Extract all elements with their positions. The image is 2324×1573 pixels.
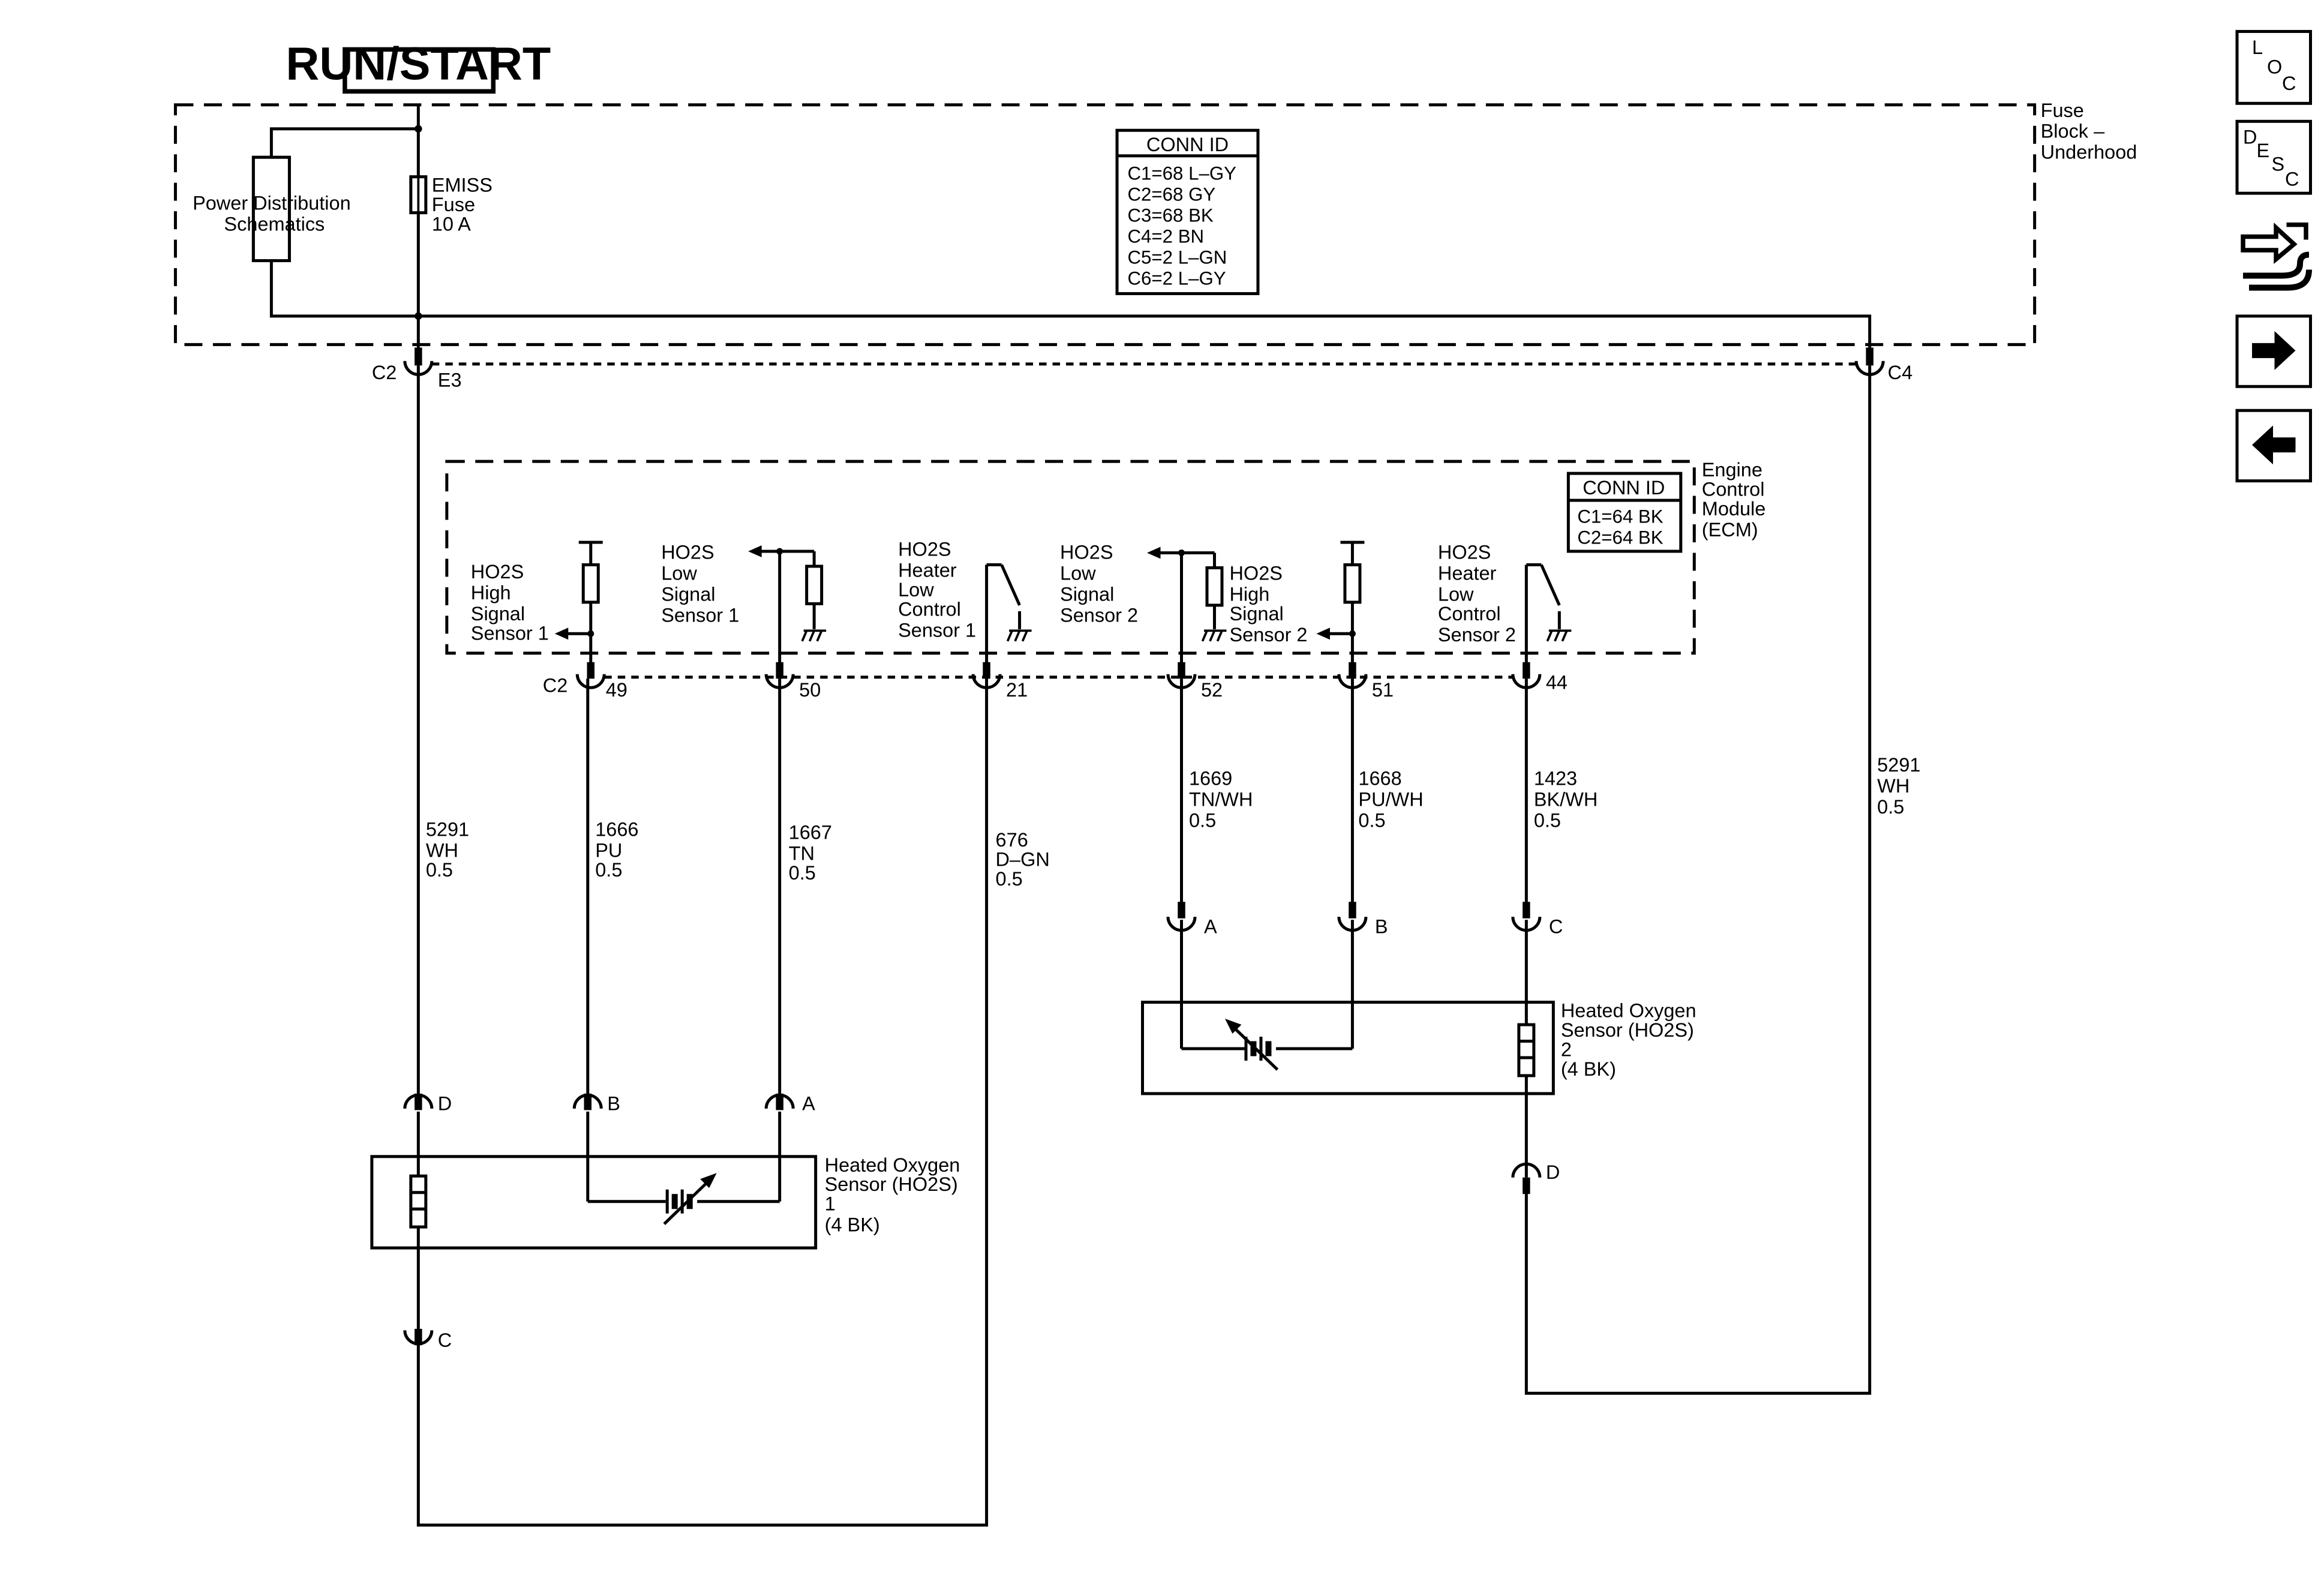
ecm-boundary xyxy=(445,460,1696,655)
power-distribution-box xyxy=(251,155,291,262)
emiss-fuse-label: EMISS Fuse 10 A xyxy=(432,175,498,235)
sensor-1-connectors xyxy=(403,1093,795,1346)
ecm-pin-label: 21 xyxy=(1006,679,1028,701)
arrow-icon xyxy=(700,1173,717,1188)
desc-button[interactable]: D E S C xyxy=(2235,119,2313,195)
ecm-internal-circuit-high-signal-1 xyxy=(566,541,603,668)
arrow-left-icon xyxy=(2252,425,2296,465)
wiring-connector-icon[interactable] xyxy=(2241,222,2313,291)
wire-label: 1668 PU/WH 0.5 xyxy=(1358,768,1428,831)
run-start-label: RUN/START xyxy=(286,38,551,89)
ecm-pin-label: 51 xyxy=(1372,679,1394,701)
ecm-internal-circuit-low-signal-1 xyxy=(760,550,824,668)
wire-label: 5291 WH 0.5 xyxy=(426,818,475,880)
ecm-name: Engine Control Module (ECM) xyxy=(1702,459,1771,541)
ecm-circuit-label: HO2S Heater Low Control Sensor 1 xyxy=(898,538,976,641)
sensor-1-name: Heated Oxygen Sensor (HO2S) 1 (4 BK) xyxy=(825,1154,966,1236)
sensor-1-pin-b: B xyxy=(607,1092,620,1114)
ecm-connector-label: C2 xyxy=(543,675,568,697)
conn-id-list: C1=68 L–GY C2=68 GY C3=68 BK C4=2 BN C5=… xyxy=(1128,163,1242,289)
variable-battery-icon xyxy=(1230,1023,1279,1071)
sensor-2-pin-d: D xyxy=(1546,1161,1560,1183)
arrow-icon xyxy=(1224,1019,1242,1034)
sensor-1-internal-wiring xyxy=(416,1111,782,1329)
wire-label: 5291 WH 0.5 xyxy=(1877,754,1926,818)
sensor-2: A B C D Heated Oxygen Sensor (HO xyxy=(1141,902,1702,1194)
sensor-1-pin-c: C xyxy=(438,1329,452,1351)
ecm-internal-circuit-heater-control-2 xyxy=(1524,563,1561,668)
pin-e3-label: E3 xyxy=(438,369,462,391)
ecm-circuit-label: HO2S Low Signal Sensor 2 xyxy=(1060,541,1138,626)
sensor-2-body xyxy=(1141,1001,1555,1095)
ecm-circuit-label: HO2S Heater Low Control Sensor 2 xyxy=(1438,541,1516,645)
variable-battery-icon xyxy=(663,1178,712,1225)
fuse-block: RUN/START Fuse Block – Underhood Power D… xyxy=(173,38,2137,348)
sensor-1-pin-a: A xyxy=(802,1092,815,1114)
ecm-internal-circuit-heater-control-1 xyxy=(985,563,1022,668)
ecm: Engine Control Module (ECM) CONN ID C1=6… xyxy=(445,459,1771,668)
heater-element-icon xyxy=(409,1174,428,1229)
ecm-circuit-label: HO2S High Signal Sensor 1 xyxy=(471,561,549,644)
fuse-block-boundary xyxy=(173,103,2037,346)
arrow-icon xyxy=(748,545,762,557)
wire-label: 676 D–GN 0.5 xyxy=(996,829,1055,890)
wire-label: 1423 BK/WH 0.5 xyxy=(1534,768,1604,831)
sensor-2-internal-wiring xyxy=(1179,920,1528,1178)
wire-676 xyxy=(416,679,989,1527)
ecm-connector-c2: C2 49 50 21 52 51 44 xyxy=(543,662,1568,701)
wire-label: 1667 TN 0.5 xyxy=(789,821,837,883)
arrow-icon xyxy=(554,628,569,640)
ground-icon xyxy=(1201,629,1227,642)
ground-icon xyxy=(801,629,827,642)
splice-dot xyxy=(415,312,422,320)
power-distribution-wiring xyxy=(251,104,1872,348)
ecm-pin-label: 50 xyxy=(799,679,821,701)
loc-button[interactable]: L O C xyxy=(2235,29,2313,105)
ground-icon xyxy=(1546,629,1572,642)
wire-5291-right xyxy=(1524,365,1872,1395)
ecm-pin-label: 52 xyxy=(1201,679,1223,701)
ecm-circuit-label: HO2S Low Signal Sensor 1 xyxy=(661,541,739,626)
sensor-1-body xyxy=(370,1155,818,1250)
nav-toolbar: L O C D E S C xyxy=(2235,29,2313,483)
fuse-block-conn-id-table: CONN ID C1=68 L–GY C2=68 GY C3=68 BK C4=… xyxy=(1115,128,1260,295)
heater-element-icon xyxy=(1517,1023,1536,1077)
svg-text:L O C: L O C xyxy=(2252,37,2296,94)
ground-icon xyxy=(1006,629,1032,642)
next-page-button[interactable] xyxy=(2235,314,2313,388)
sensor-1-pin-d: D xyxy=(438,1092,452,1114)
svg-text:C1=64 BK C2=64 BK: C1=64 BK C2=64 BK xyxy=(1577,506,1668,548)
sensor-2-pin-b: B xyxy=(1375,916,1388,938)
ecm-circuit-label: HO2S High Signal Sensor 2 xyxy=(1229,562,1307,645)
power-distribution-label: Power Distribution Schematics xyxy=(193,193,356,235)
arrow-icon xyxy=(1316,628,1330,640)
previous-page-button[interactable] xyxy=(2235,409,2313,483)
wire-label: 1666 PU 0.5 xyxy=(595,818,644,880)
wires xyxy=(416,365,1872,1527)
ecm-conn-id-table: CONN ID C1=64 BK C2=64 BK xyxy=(1566,472,1683,553)
connector-c4-label: C4 xyxy=(1888,362,1913,383)
ecm-pin-label: 44 xyxy=(1546,672,1568,694)
sensor-2-name: Heated Oxygen Sensor (HO2S) 2 (4 BK) xyxy=(1561,1000,1702,1080)
sensor-1: D B A C Heated Oxygen Sensor (HO xyxy=(370,1092,966,1351)
arrow-right-icon xyxy=(2252,331,2296,370)
ecm-pin-label: 49 xyxy=(606,679,627,701)
run-start-label-box xyxy=(343,47,496,94)
connector-c2-label: C2 xyxy=(372,362,397,383)
ecm-internal-circuit-high-signal-2 xyxy=(1328,541,1365,668)
fuse-block-connectors: C2 E3 C4 xyxy=(372,347,1912,391)
conn-id-header: CONN ID xyxy=(1146,134,1229,155)
arrow-icon xyxy=(1147,547,1161,559)
sensor-2-pin-a: A xyxy=(1204,916,1217,938)
wire-label: 1669 TN/WH 0.5 xyxy=(1189,768,1258,831)
svg-text:D E S: D E S C xyxy=(2243,127,2299,190)
ecm-internal-circuit-low-signal-2 xyxy=(1159,551,1224,668)
svg-text:CONN ID: CONN ID xyxy=(1583,477,1665,499)
sensor-2-pin-c: C xyxy=(1549,916,1563,938)
fuse-block-name: Fuse Block – Underhood xyxy=(2041,100,2137,163)
